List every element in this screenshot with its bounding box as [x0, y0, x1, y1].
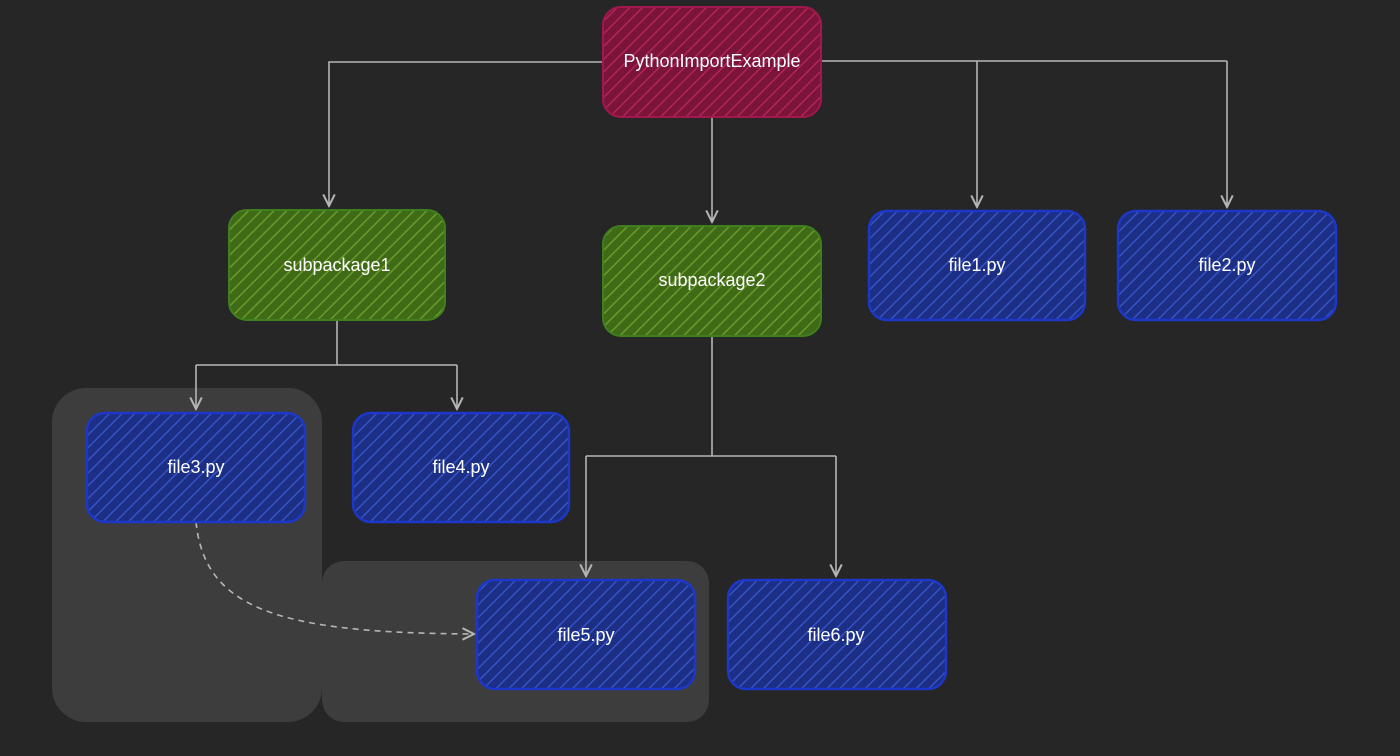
- connectors: [196, 60, 1227, 634]
- node-file4-label: file4.py: [432, 457, 489, 477]
- node-subpackage1[interactable]: subpackage1: [228, 209, 446, 321]
- node-file1-label: file1.py: [948, 255, 1005, 275]
- node-subpackage2[interactable]: subpackage2: [602, 225, 822, 337]
- node-subpackage1-label: subpackage1: [283, 255, 390, 275]
- node-file4[interactable]: file4.py: [351, 411, 571, 524]
- node-file6[interactable]: file6.py: [726, 578, 948, 691]
- node-root[interactable]: PythonImportExample: [602, 6, 822, 118]
- node-file5-label: file5.py: [557, 625, 614, 645]
- node-root-label: PythonImportExample: [623, 51, 800, 71]
- connector-root-subpackage1: [329, 61, 603, 206]
- node-file6-label: file6.py: [807, 625, 864, 645]
- node-file3-label: file3.py: [167, 457, 224, 477]
- node-file2-label: file2.py: [1198, 255, 1255, 275]
- connector-subpackage2-trunk: [586, 336, 836, 457]
- node-file5[interactable]: file5.py: [475, 578, 697, 691]
- node-subpackage2-label: subpackage2: [658, 270, 765, 290]
- node-file2[interactable]: file2.py: [1116, 209, 1338, 322]
- node-file1[interactable]: file1.py: [867, 209, 1087, 322]
- connector-subpackage1-trunk: [196, 320, 457, 366]
- node-file3[interactable]: file3.py: [85, 411, 307, 524]
